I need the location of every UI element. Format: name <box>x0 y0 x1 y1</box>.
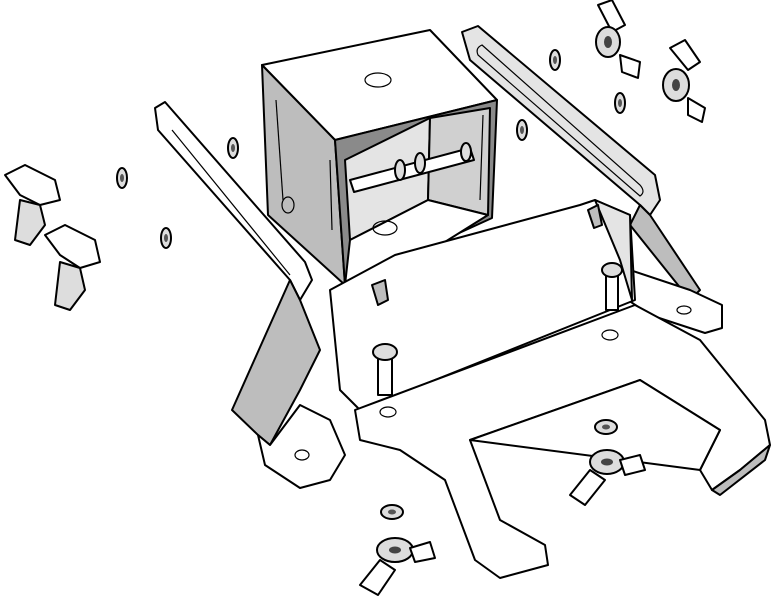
wing-nuts <box>4 0 706 596</box>
pin-axle <box>349 142 475 193</box>
washers <box>116 49 626 520</box>
base-plate <box>329 199 771 579</box>
washer <box>380 504 404 520</box>
washer <box>160 227 172 249</box>
washer <box>227 137 239 159</box>
washer <box>549 49 561 71</box>
washer <box>116 167 128 189</box>
wing-nut <box>662 39 706 123</box>
wing-nut <box>569 449 646 506</box>
wing-nut <box>4 164 61 246</box>
washer <box>614 92 626 114</box>
right-slotted-bracket <box>461 25 723 334</box>
washer <box>516 119 528 141</box>
screws <box>372 262 623 396</box>
wing-nut <box>359 537 436 596</box>
wing-nut <box>595 0 641 79</box>
washer <box>594 419 618 435</box>
wing-nut <box>44 224 101 311</box>
box-bracket <box>261 29 498 286</box>
left-slotted-bracket <box>154 101 346 489</box>
